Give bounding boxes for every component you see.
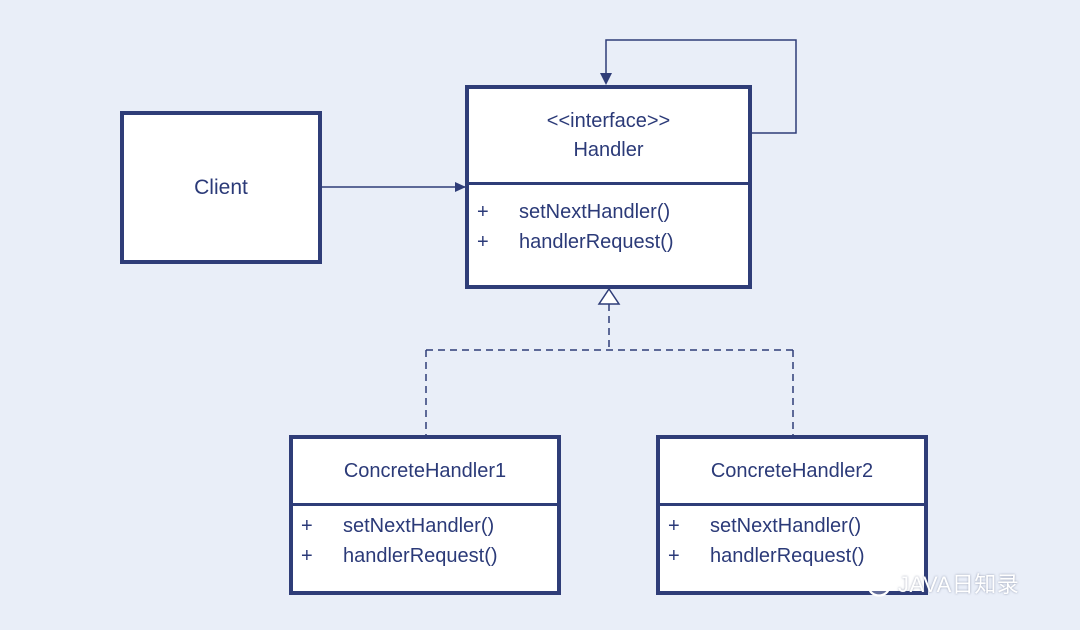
self-reference-arrowhead <box>600 73 612 85</box>
handler-stereotype: <<interface>> <box>546 109 671 132</box>
method-row: + setNextHandler() <box>660 511 924 541</box>
visibility-marker: + <box>301 544 313 567</box>
method-name: setNextHandler() <box>519 200 671 223</box>
method-row: + setNextHandler() <box>293 511 557 541</box>
method-name: setNextHandler() <box>343 514 495 537</box>
wechat-icon <box>856 568 891 597</box>
handler-name: Handler <box>573 138 644 161</box>
method-name: handlerRequest() <box>343 544 498 567</box>
concrete-handler-2-name: ConcreteHandler2 <box>710 459 874 482</box>
method-row: + handlerRequest() <box>660 541 924 571</box>
watermark-text: JAVA日知录 <box>898 572 1020 597</box>
concrete-handler-2-header: ConcreteHandler2 <box>660 439 924 506</box>
method-name: handlerRequest() <box>710 544 865 567</box>
visibility-marker: + <box>477 200 489 223</box>
visibility-marker: + <box>477 230 489 253</box>
handler-header: <<interface>> Handler <box>469 89 748 185</box>
concrete-handler-2-class: ConcreteHandler2 + setNextHandler() + ha… <box>656 435 928 595</box>
visibility-marker: + <box>668 514 680 537</box>
watermark: JAVA日知录 <box>856 566 1019 600</box>
client-label: Client <box>194 175 248 199</box>
concrete-handler-2-methods: + setNextHandler() + handlerRequest() <box>660 506 924 571</box>
concrete-handler-1-header: ConcreteHandler1 <box>293 439 557 506</box>
method-name: setNextHandler() <box>710 514 862 537</box>
self-reference-line <box>605 39 797 134</box>
method-row: + setNextHandler() <box>469 197 748 227</box>
realization-triangle <box>597 287 621 305</box>
visibility-marker: + <box>668 544 680 567</box>
visibility-marker: + <box>301 514 313 537</box>
method-row: + handlerRequest() <box>469 227 748 257</box>
method-row: + handlerRequest() <box>293 541 557 571</box>
handler-class: <<interface>> Handler + setNextHandler()… <box>465 85 752 289</box>
handler-methods: + setNextHandler() + handlerRequest() <box>469 185 748 257</box>
concrete-handler-1-class: ConcreteHandler1 + setNextHandler() + ha… <box>289 435 561 595</box>
client-box: Client <box>120 111 322 264</box>
concrete-handler-1-methods: + setNextHandler() + handlerRequest() <box>293 506 557 571</box>
method-name: handlerRequest() <box>519 230 674 253</box>
concrete-handler-1-name: ConcreteHandler1 <box>343 459 507 482</box>
